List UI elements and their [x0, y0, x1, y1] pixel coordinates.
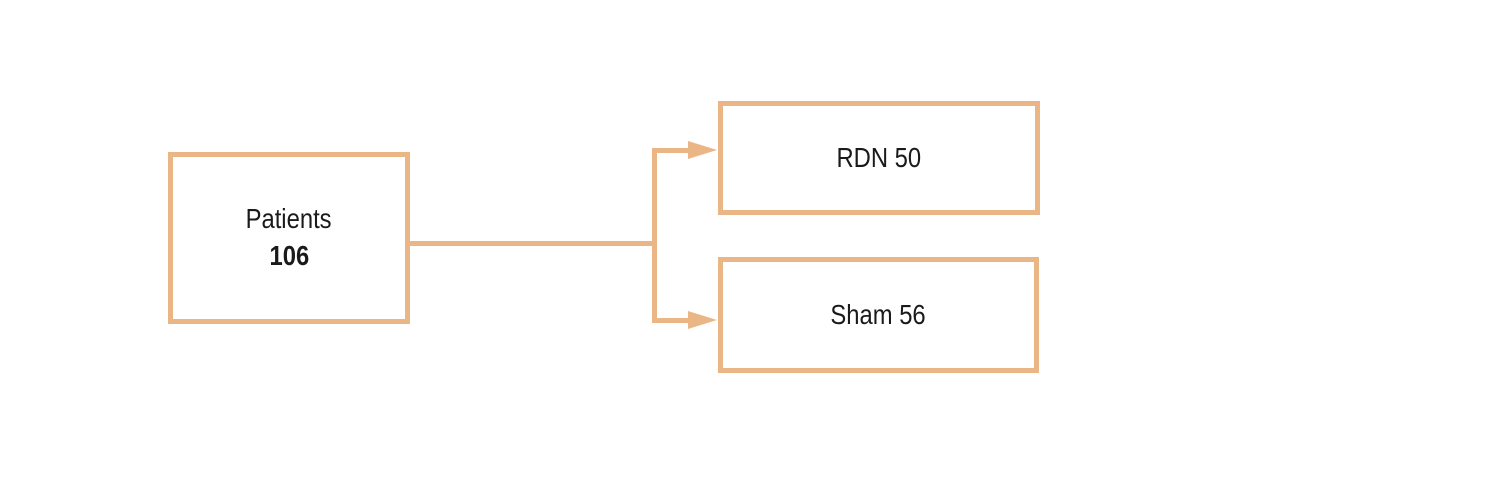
patients-label: Patients [245, 203, 332, 235]
connector-to-sham [652, 318, 692, 323]
connector-branch-vertical [652, 148, 657, 323]
patients-count: 106 [269, 240, 309, 271]
sham-label: Sham 56 [830, 298, 927, 330]
connector-patients-trunk [410, 241, 657, 246]
node-rdn: RDN 50 [718, 101, 1040, 215]
arrowhead-sham-icon [688, 311, 717, 329]
arrowhead-rdn-icon [688, 141, 717, 159]
node-patients: Patients 106 [168, 152, 410, 324]
rdn-label: RDN 50 [836, 141, 922, 173]
connector-to-rdn [652, 148, 692, 153]
node-sham: Sham 56 [718, 257, 1039, 373]
